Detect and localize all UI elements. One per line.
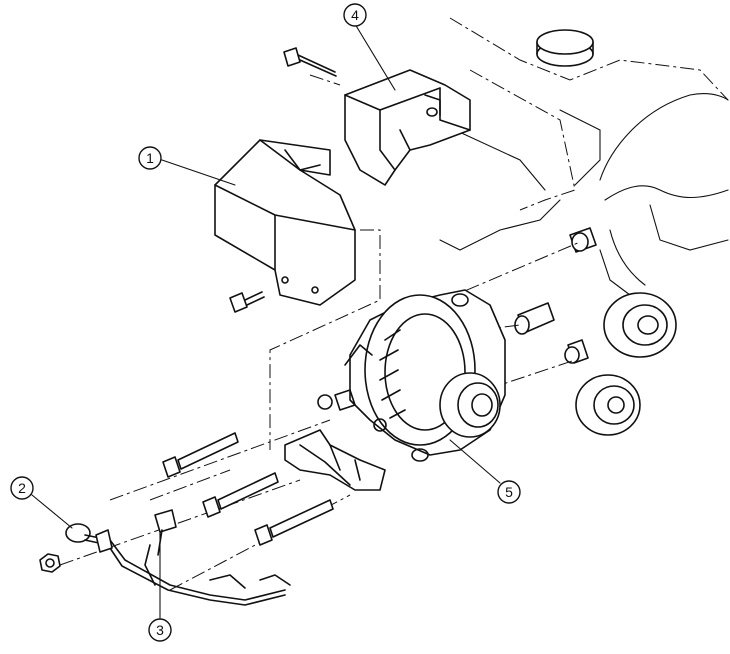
idler-pulley	[575, 374, 641, 436]
engine-pulley	[603, 292, 677, 358]
wiring-harness	[65, 509, 291, 606]
callout-2: 2	[10, 476, 34, 500]
callout-2-label: 2	[18, 480, 26, 496]
front-heat-shield	[214, 139, 356, 306]
leader-lines	[31, 23, 501, 619]
callout-5: 5	[497, 480, 521, 504]
callout-1-label: 1	[146, 150, 154, 166]
callout-1: 1	[138, 146, 162, 170]
alignment-lines	[59, 74, 581, 591]
upper-heat-shield	[344, 69, 471, 186]
callout-4: 4	[343, 3, 367, 27]
callout-3: 3	[148, 618, 172, 642]
shield-bolt-upper	[283, 47, 337, 77]
terminal-nut	[39, 553, 61, 573]
spacer-bushings	[514, 227, 597, 364]
oil-filler-cap	[536, 29, 594, 67]
long-bolt-middle	[202, 472, 279, 518]
mounting-bracket	[284, 429, 386, 491]
callout-3-label: 3	[156, 622, 164, 638]
callout-4-label: 4	[351, 7, 359, 23]
alternator	[317, 289, 506, 462]
long-bolt-lower	[254, 499, 334, 546]
long-bolt-upper	[162, 432, 239, 478]
engine-block-outline	[439, 17, 729, 296]
callout-5-label: 5	[505, 484, 513, 500]
shield-bolt-front	[229, 291, 265, 313]
